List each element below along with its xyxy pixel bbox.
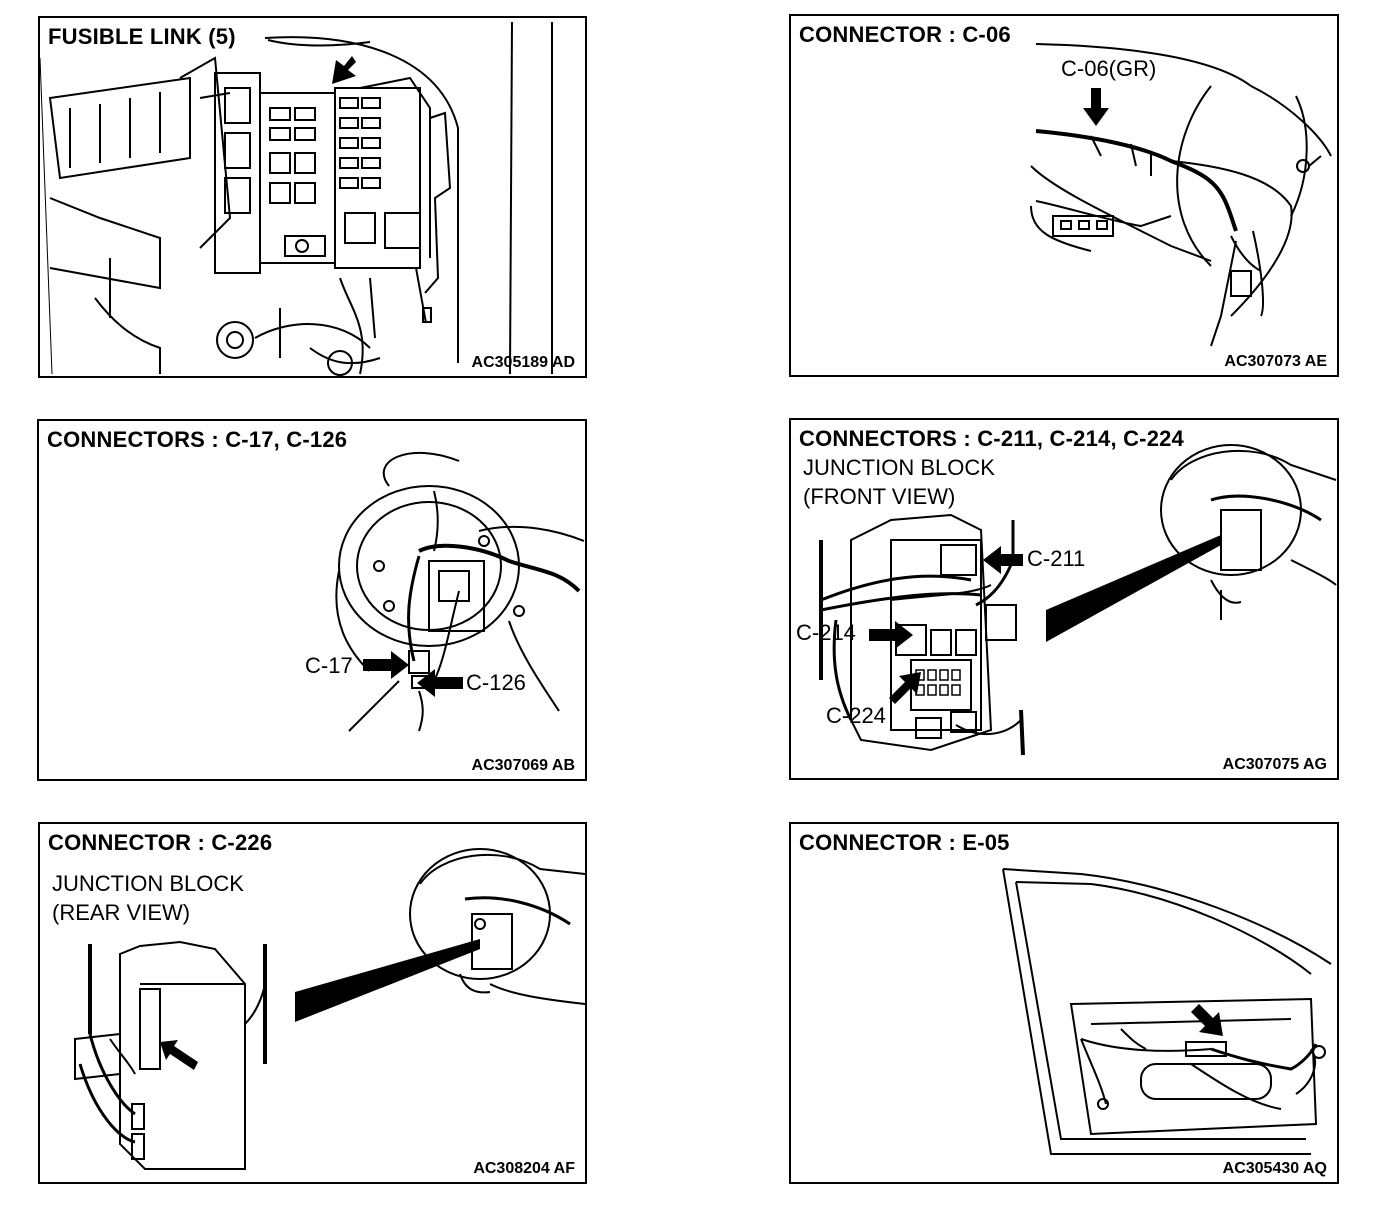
figure-code: AC305430 AQ xyxy=(1222,1160,1327,1177)
diagram-panel-fusible-link: FUSIBLE LINK (5) AC305189 AD xyxy=(38,16,587,378)
panel-title: FUSIBLE LINK (5) xyxy=(48,24,236,49)
connector-label-c224: C-224 xyxy=(826,703,886,728)
panel-title: CONNECTOR : C-226 xyxy=(48,830,273,855)
subtitle-line-1: JUNCTION BLOCK xyxy=(52,871,244,896)
panel-title: CONNECTOR : E-05 xyxy=(799,830,1010,855)
panel-title: CONNECTORS : C-17, C-126 xyxy=(47,427,348,452)
fusible-link-illustration xyxy=(40,21,553,376)
panel-subtitle: JUNCTION BLOCK (FRONT VIEW) xyxy=(803,453,995,511)
subtitle-line-2: (FRONT VIEW) xyxy=(803,484,956,509)
panel-title: CONNECTOR : C-06 xyxy=(799,22,1011,47)
connector-label-c06: C-06(GR) xyxy=(1061,56,1157,81)
diagram-panel-connectors-c17-c126: CONNECTORS : C-17, C-126 C-17 C-126 AC30… xyxy=(37,419,587,781)
subtitle-line-1: JUNCTION BLOCK xyxy=(803,455,995,480)
connector-label-c126: C-126 xyxy=(466,670,526,695)
figure-code: AC307069 AB xyxy=(471,757,575,774)
diagram-panel-connector-e05: CONNECTOR : E-05 AC305430 AQ xyxy=(789,822,1339,1184)
figure-code: AC308204 AF xyxy=(473,1160,575,1177)
figure-code: AC305189 AD xyxy=(471,354,575,371)
connector-label-c17: C-17 xyxy=(305,653,353,678)
connectors-c17-c126-illustration xyxy=(335,451,585,732)
connector-label-c214: C-214 xyxy=(796,620,856,645)
junction-block-rear-illustration xyxy=(74,848,585,1170)
figure-code: AC307075 AG xyxy=(1222,756,1327,773)
junction-block-front-illustration xyxy=(819,444,1337,756)
subtitle-line-2: (REAR VIEW) xyxy=(52,900,191,925)
figure-code: AC307073 AE xyxy=(1224,353,1327,370)
connector-label-c211: C-211 xyxy=(1027,546,1086,571)
panel-title: CONNECTORS : C-211, C-214, C-224 xyxy=(799,426,1184,451)
connector-c06-illustration xyxy=(1030,43,1332,347)
diagram-panel-connectors-c211-c214-c224: CONNECTORS : C-211, C-214, C-224 JUNCTIO… xyxy=(789,418,1339,780)
door-connector-e05-illustration xyxy=(1002,868,1332,1155)
diagram-panel-connector-c06: CONNECTOR : C-06 C-06(GR) AC307073 AE xyxy=(789,14,1339,377)
diagram-panel-connector-c226: CONNECTOR : C-226 JUNCTION BLOCK (REAR V… xyxy=(38,822,587,1184)
panel-subtitle: JUNCTION BLOCK (REAR VIEW) xyxy=(52,869,244,927)
